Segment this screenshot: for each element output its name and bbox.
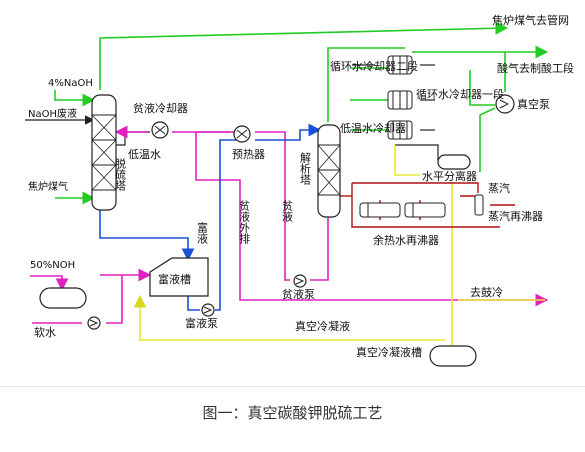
label-naoh-4: 4%NaOH: [48, 78, 93, 89]
lean-cooler-icon: [151, 121, 169, 139]
rich-pump-icon: [201, 303, 215, 317]
rich-liquid-lines: [99, 123, 322, 311]
circ-cooler-2: [387, 55, 413, 75]
horizontal-separator: [437, 154, 471, 170]
label-rich-liquid: 富液: [196, 221, 209, 245]
label-soft-water: 软水: [34, 325, 56, 339]
label-lean-liquid: 贫液: [281, 199, 294, 223]
label-coke-gas-in: 焦炉煤气: [28, 180, 68, 193]
label-horizontal-separator: 水平分离器: [422, 169, 477, 183]
naoh-tank: [39, 287, 87, 309]
label-to-cooling: 去鼓冷: [470, 285, 503, 299]
label-vacuum-condensate: 真空冷凝液: [295, 319, 350, 333]
label-naoh-50: 50%NOH: [30, 260, 75, 271]
label-low-temp-cooler: 低温水冷却器: [340, 122, 406, 135]
circ-cooler-1: [387, 90, 413, 110]
stripper-tower: [317, 124, 341, 218]
caption-divider: [0, 386, 585, 387]
label-rich-tank: 富液槽: [158, 272, 191, 286]
label-gas-to-pipe: 焦炉煤气去管网: [492, 13, 569, 27]
label-condensate-tank: 真空冷凝液槽: [356, 345, 422, 359]
label-circ-cooler-2: 循环水冷却器二段: [330, 59, 418, 73]
low-temp-cooler: [387, 120, 413, 140]
label-lean-pump: 贫液泵: [282, 287, 315, 301]
vacuum-pump-icon: [495, 94, 515, 114]
label-lean-discharge: 贫液外排: [238, 199, 251, 245]
steam-reboiler: [474, 194, 484, 216]
label-vacuum-pump: 真空泵: [517, 97, 550, 111]
lean-liquid-lines: [30, 125, 549, 324]
figure-caption: 图一：真空碳酸钾脱硫工艺: [202, 404, 383, 422]
soft-water-pump-icon: [87, 316, 101, 330]
preheater-icon: [233, 125, 251, 143]
label-acid-gas: 酸气去制酸工段: [497, 61, 574, 75]
label-preheater: 预热器: [232, 148, 265, 161]
lean-pump-icon: [293, 274, 307, 288]
label-circ-cooler-1: 循环水冷却器一段: [416, 87, 504, 101]
vacuum-condensate-tank: [429, 345, 477, 367]
label-low-temp-water: 低温水: [128, 148, 161, 161]
label-waste-heat-reboiler: 余热水再沸器: [373, 233, 439, 247]
label-stripper: 解析塔: [299, 151, 312, 186]
rich-liquid-tank: [149, 257, 209, 297]
waste-heat-reboiler: [359, 202, 446, 218]
desulf-tower: [91, 94, 117, 211]
label-rich-pump: 富液泵: [185, 316, 218, 330]
label-steam-reboiler: 蒸汽再沸器: [488, 209, 543, 223]
label-naoh-waste: NaOH废液: [28, 107, 77, 120]
label-steam: 蒸汽: [488, 181, 510, 195]
label-desulf-tower: 脱硫塔: [114, 157, 127, 192]
process-flow-diagram: 焦炉煤气去管网 4%NaOH NaOH废液 焦炉煤气 贫液冷却器 低温水 脱硫塔…: [25, 13, 574, 367]
gas-lines: [54, 21, 549, 205]
label-lean-cooler: 贫液冷却器: [133, 101, 188, 115]
